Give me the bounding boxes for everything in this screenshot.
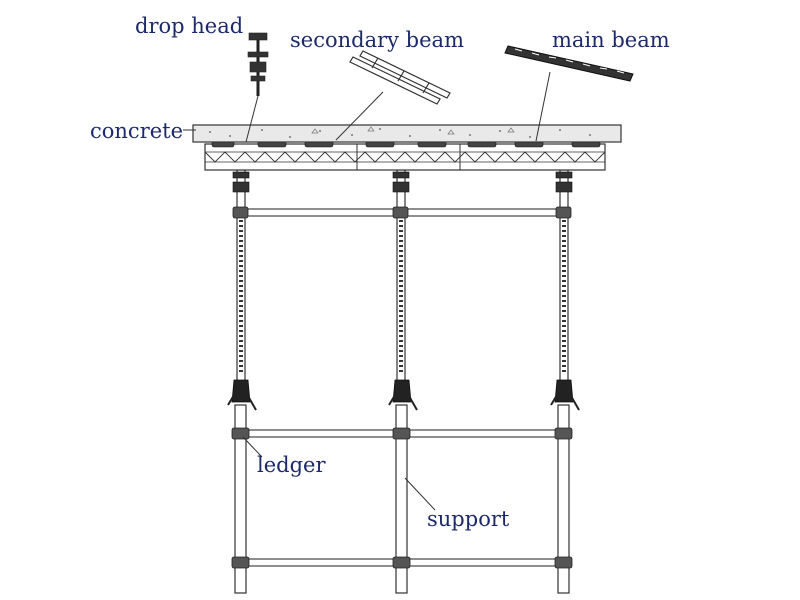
label-drop-head: drop head bbox=[135, 14, 244, 38]
pole-markings bbox=[239, 220, 566, 375]
pole-heads bbox=[232, 171, 573, 193]
concrete-slab bbox=[192, 124, 622, 143]
main-beam-detail bbox=[504, 45, 634, 82]
label-concrete: concrete bbox=[90, 119, 184, 143]
secondary-beam-detail bbox=[349, 50, 451, 105]
main-beam-truss bbox=[204, 143, 606, 171]
label-main-beam: main beam bbox=[552, 28, 670, 52]
lower-poles bbox=[234, 404, 570, 594]
couplers bbox=[231, 206, 573, 569]
label-ledger: ledger bbox=[257, 453, 326, 477]
label-support: support bbox=[427, 507, 510, 531]
drop-head-detail bbox=[247, 32, 269, 96]
leader-lines bbox=[183, 71, 551, 511]
adjustment-nuts bbox=[227, 379, 580, 411]
label-secondary-beam: secondary beam bbox=[290, 28, 464, 52]
